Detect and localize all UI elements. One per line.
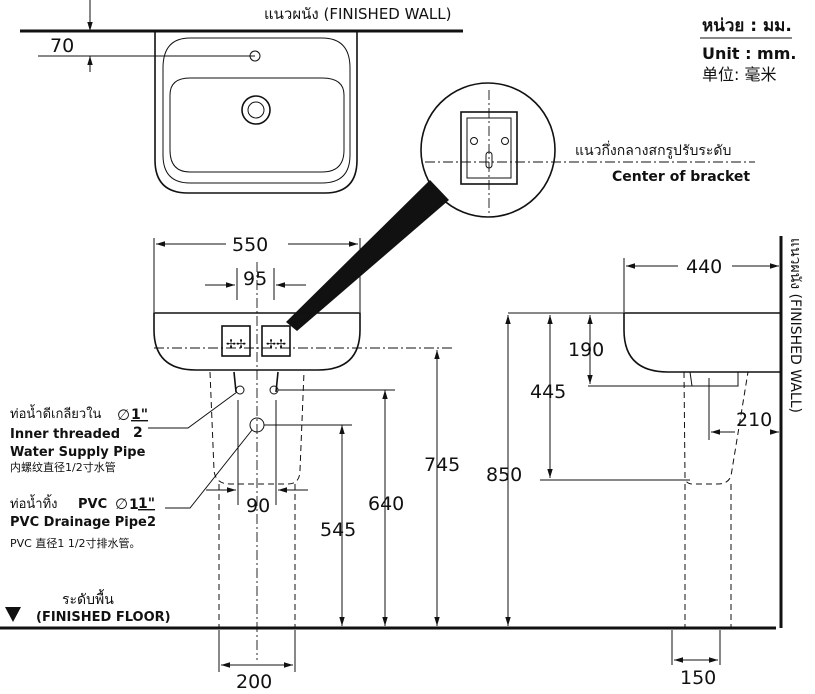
top-view: แนวผนัง (FINISHED WALL) 70 [20,0,463,194]
unit-thai: หน่วย : มม. [702,16,792,36]
floor-marker [5,607,21,622]
supply-label-en2: Water Supply Pipe [10,445,146,460]
supply-frac-num: 1" [131,407,148,423]
finished-wall-label-top: แนวผนัง (FINISHED WALL) [264,5,451,23]
drain-inner [247,101,265,119]
drain-dia: ∅ [115,495,128,513]
supply-label-en: Inner threaded [10,427,120,442]
supply-leader [148,391,238,429]
drain-label-en: PVC Drainage Pipe [10,515,147,530]
dim-90: 90 [246,495,270,517]
bracket-left-marks: ✢✢ [226,337,246,351]
drain-leader [165,429,253,509]
dim-850: 850 [486,464,522,486]
dim-640: 640 [368,493,404,515]
pedestal-side [683,371,749,485]
side-wall-label: แนวผนัง (FINISHED WALL) [787,238,803,413]
unit-english: Unit : mm. [702,44,796,63]
dim-550: 550 [232,234,268,256]
supply-left [235,385,245,395]
drain-label-thai: ท่อน้ำทิ้ง [10,494,57,512]
bracket-left [221,325,251,357]
drain-outer [241,95,271,125]
dim-210: 210 [736,409,772,431]
unit-chinese: 单位: 毫米 [702,65,776,84]
detail-screw-right [501,137,509,145]
supply-label-thai: ท่อน้ำดีเกลียวใน [10,404,102,422]
supply-frac-den: 2 [133,425,143,441]
finished-floor: ระดับพื้น (FINISHED FLOOR) [0,589,776,630]
basin-top-outline [154,31,358,194]
drain-frac-num: 1" [138,496,155,512]
drain-whole: 1 [129,497,139,513]
floor-label-thai: ระดับพื้น [62,589,114,608]
front-view: 550 95 ✢✢ ✢✢ 90 200 [153,234,460,693]
dim-190: 190 [568,339,604,361]
dim-440: 440 [686,256,722,278]
drain-pvc: PVC [78,497,107,512]
bracket-right-marks: ✢✢ [266,337,286,351]
supply-label-cn: 内螺纹直径1/2寸水管 [10,460,116,474]
dim-745: 745 [424,454,460,476]
dim-150: 150 [680,667,716,689]
detail-circle [420,82,556,218]
drain-label-cn: PVC 直径1 1/2寸排水管。 [10,536,141,550]
drain-frac-den: 2 [147,515,156,530]
bracket-detail: แนวกึ่งกลางสกรูปรับระดับ Center of brack… [286,82,755,331]
drain-pipe-callout: ท่อน้ำทิ้ง PVC ∅ 1 1" PVC Drainage Pipe … [10,429,253,550]
bracket-label-english: Center of bracket [612,169,750,185]
units-block: หน่วย : มม. Unit : mm. 单位: 毫米 [700,16,796,84]
basin-side [623,312,781,373]
detail-screw-left [470,137,478,145]
dim-445: 445 [530,381,566,403]
basin-rim [162,37,351,184]
basin-bowl [169,77,345,173]
bracket-right [261,325,291,357]
side-view: แนวผนัง (FINISHED WALL) 440 190 445 850 … [486,236,803,689]
floor-label-en: (FINISHED FLOOR) [36,610,171,625]
supply-dia: ∅ [117,406,130,424]
dim-70: 70 [50,35,74,57]
dim-95: 95 [243,268,267,290]
bracket-label-thai: แนวกึ่งกลางสกรูปรับระดับ [575,141,731,159]
dim-200: 200 [236,671,272,693]
supply-stubs [233,371,279,393]
supply-pipe-callout: ท่อน้ำดีเกลียวใน ∅ 1" 2 Inner threaded W… [10,391,238,474]
trap-side [689,371,739,387]
detail-leader-wedge [286,180,449,331]
dim-545: 545 [320,519,356,541]
